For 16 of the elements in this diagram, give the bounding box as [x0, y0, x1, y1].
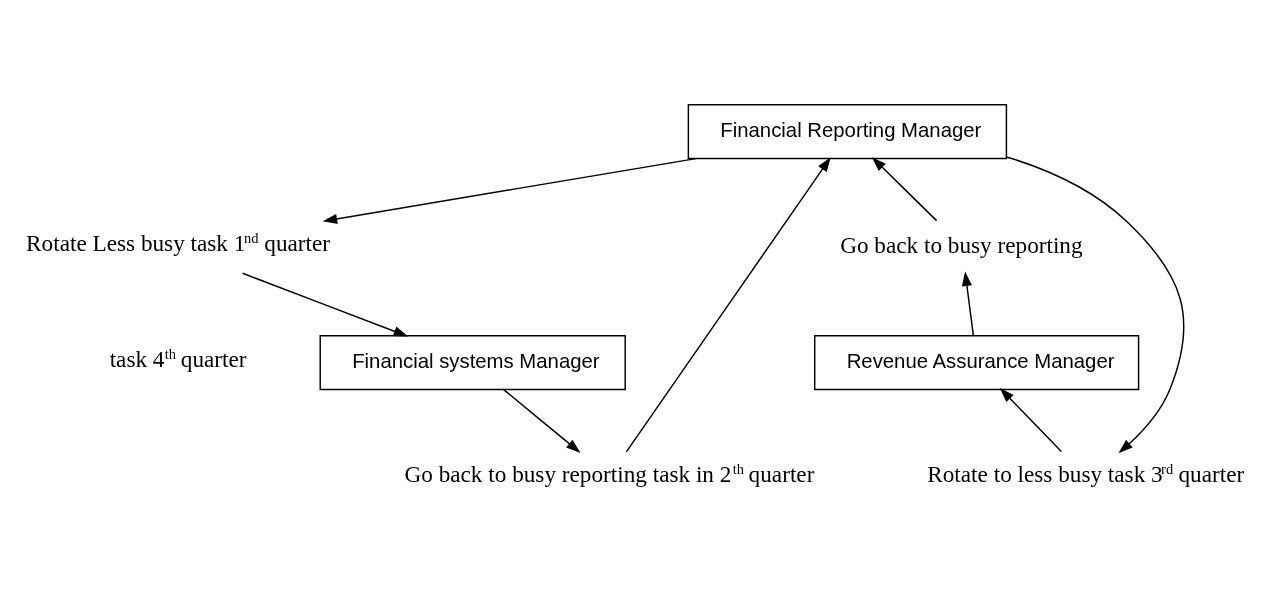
arrow — [502, 388, 581, 453]
node-box: Financial systems Manager — [319, 334, 626, 390]
node-box: Revenue Assurance Manager — [814, 334, 1140, 390]
arrow — [961, 270, 975, 336]
arrow — [625, 156, 831, 453]
label: task 4$^{th}$ quarter — [109, 345, 247, 372]
arrow — [999, 387, 1063, 452]
node-text: Rotate to less busy task 3$^{rd}$ quarter — [927, 460, 1245, 487]
node-box: Financial Reporting Manager — [687, 103, 1008, 159]
node-text: Rotate Less busy task 1$^{nd}$ quarter — [26, 229, 331, 256]
arrow — [1005, 155, 1185, 453]
arrow — [241, 272, 409, 336]
node-text: Go back to busy reporting — [840, 231, 1083, 258]
arrow — [322, 157, 697, 224]
node-text: Go back to busy reporting task in 2$^{th}$ quarter — [404, 460, 815, 487]
arrow — [871, 156, 938, 221]
